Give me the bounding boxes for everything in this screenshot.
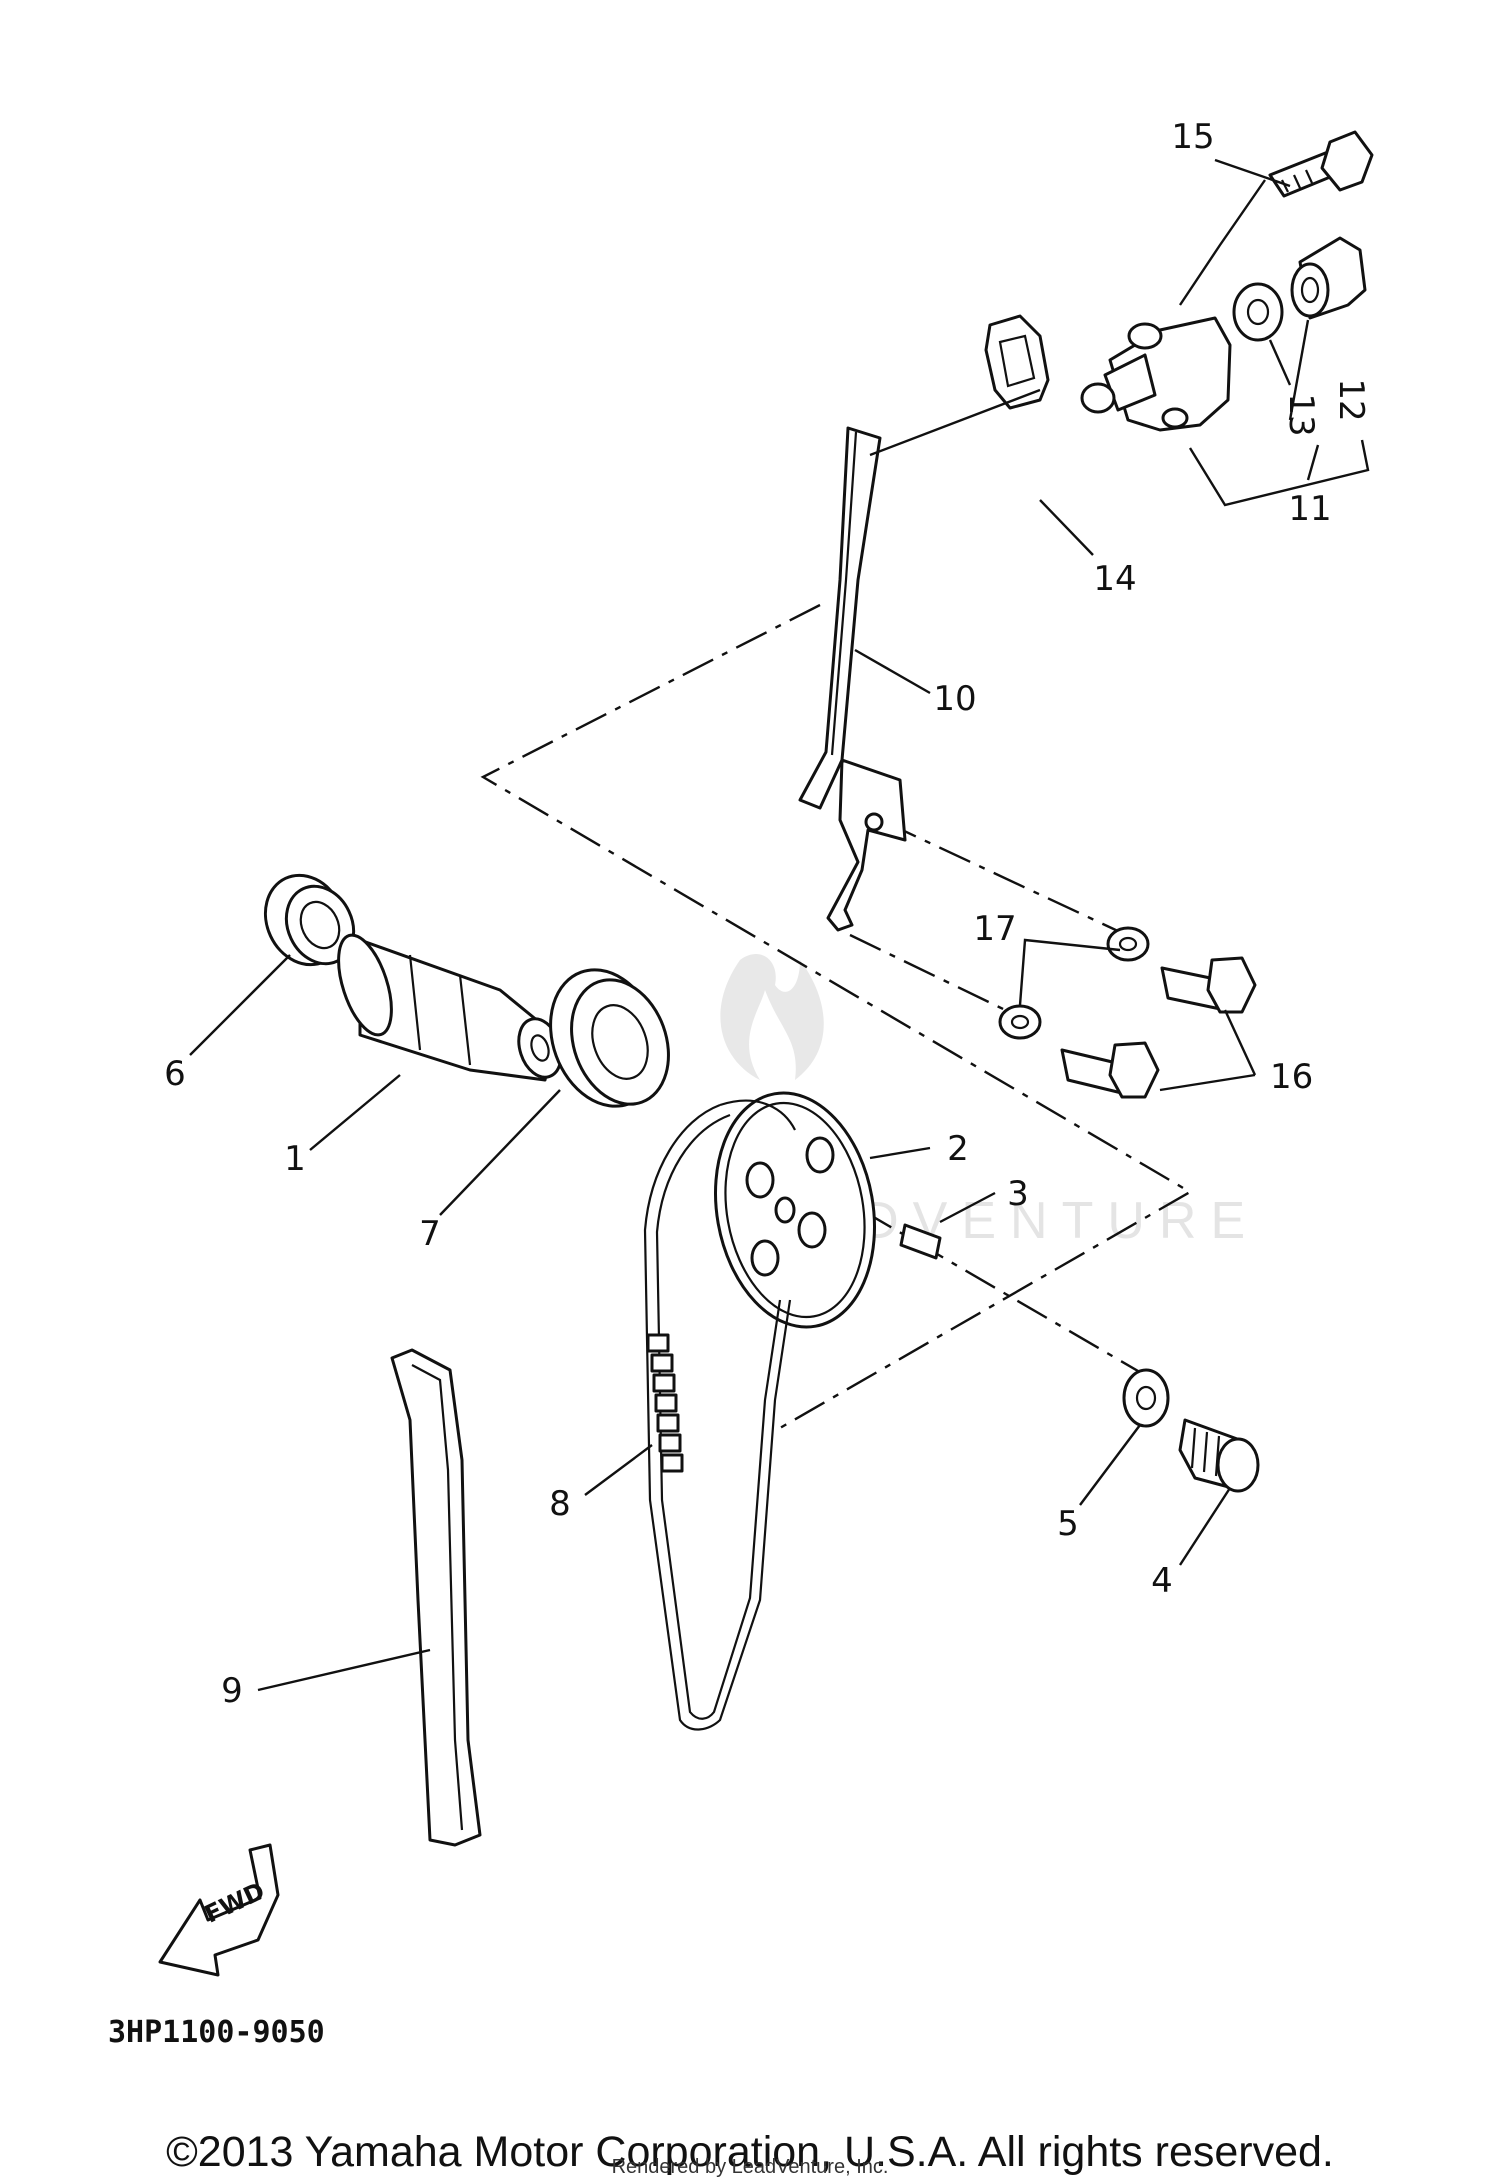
guide-washers [998,926,1150,1040]
callout-1: 1 [284,1139,306,1179]
camshaft-bearing-left [263,873,356,967]
callout-4: 4 [1151,1561,1173,1601]
callout-labels: 1 2 3 4 5 6 7 8 9 10 11 12 13 14 15 16 1… [164,117,1371,1711]
callout-15: 15 [1171,117,1214,157]
callout-14: 14 [1093,559,1136,599]
dowel-pin [899,1223,942,1260]
tensioner-gasket [984,314,1050,410]
callout-16: 16 [1270,1057,1313,1097]
callout-12: 12 [1331,378,1371,421]
callout-13: 13 [1281,393,1321,436]
callout-10: 10 [933,679,976,719]
callout-11: 11 [1288,489,1331,529]
guide-bolts [1060,956,1257,1099]
tensioner-cap-bolt [1290,236,1367,320]
sprocket-washer [1122,1368,1170,1428]
callout-2: 2 [947,1129,969,1169]
tensioner-washer [1232,282,1284,342]
camshaft-sprocket [713,1091,877,1329]
fwd-arrow: FWD [158,1843,280,1977]
copyright-notice: ©2013 Yamaha Motor Corporation, U.S.A. A… [166,2128,1334,2176]
camshaft-bearing-right [549,968,670,1108]
diagram-code: 3HP1100-9050 [108,2015,325,2050]
camshaft-chain-exploded-diagram: LEADVENTURE [108,117,1374,2050]
callout-6: 6 [164,1054,186,1094]
render-note: Rendered by LeadVenture, Inc. [611,2156,889,2178]
callout-17: 17 [973,909,1016,949]
timing-chain [643,1099,796,1731]
leader-lines [189,158,1370,1692]
chain-guide-intake-side [390,1348,482,1847]
tensioner-bolt [1268,130,1374,198]
chain-guide-tensioner-side [798,426,907,932]
callout-5: 5 [1057,1504,1079,1544]
cam-chain-tensioner-assembly [1080,316,1232,432]
callout-9: 9 [221,1671,243,1711]
sprocket-bolt [1178,1418,1260,1493]
callout-7: 7 [419,1214,441,1254]
camshaft [337,933,563,1082]
callout-8: 8 [549,1484,571,1524]
callout-3: 3 [1007,1174,1029,1214]
